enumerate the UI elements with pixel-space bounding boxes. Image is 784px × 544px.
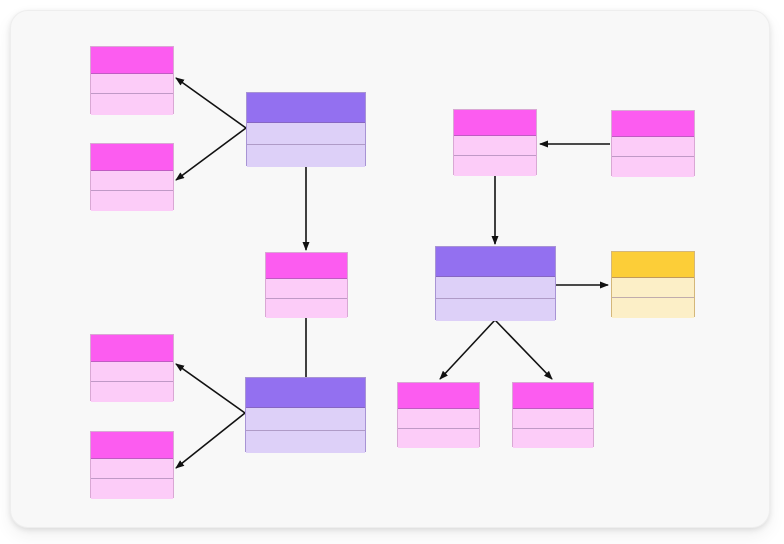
- class-box-purple-top-operations-label: [247, 145, 365, 147]
- class-box-pink-1-operations: [91, 94, 173, 115]
- class-box-pink-middle-operations-label: [266, 299, 347, 301]
- class-box-pink-7-operations: [398, 429, 479, 448]
- class-box-yellow-attributes: [612, 278, 694, 298]
- class-box-purple-right-operations-label: [436, 299, 555, 301]
- class-box-purple-right-header: [436, 247, 555, 277]
- class-box-purple-right-attributes-label: [436, 277, 555, 279]
- class-box-pink-3-attributes: [91, 362, 173, 382]
- class-box-purple-bottom-left-attributes: [246, 408, 365, 431]
- class-box-purple-bottom-left-header-label: [246, 378, 365, 380]
- class-box-purple-right-operations: [436, 299, 555, 321]
- class-box-pink-4-attributes: [91, 459, 173, 479]
- edge-purple-right-to-pink-7[interactable]: [439, 319, 496, 380]
- class-box-pink-6-operations-label: [612, 157, 694, 159]
- class-box-pink-8-operations-label: [513, 429, 593, 431]
- class-box-pink-5-operations: [454, 156, 536, 176]
- edge-purple-bottom-left-to-pink-3[interactable]: [175, 363, 246, 414]
- class-box-pink-3-attributes-label: [91, 362, 173, 364]
- class-box-yellow-operations-label: [612, 298, 694, 300]
- class-box-pink-4-operations-label: [91, 479, 173, 481]
- edge-purple-right-to-pink-8[interactable]: [494, 319, 553, 380]
- class-box-purple-top-operations: [247, 145, 365, 167]
- class-box-purple-top-attributes: [247, 123, 365, 145]
- class-box-pink-6-operations: [612, 157, 694, 177]
- class-box-pink-8-operations: [513, 429, 593, 448]
- class-box-pink-5-operations-label: [454, 156, 536, 158]
- class-box-pink-1-attributes: [91, 74, 173, 94]
- class-box-purple-bottom-left[interactable]: [245, 377, 366, 453]
- edge-purple-bottom-left-to-pink-4[interactable]: [175, 412, 246, 469]
- class-box-pink-4-operations: [91, 479, 173, 499]
- class-box-pink-8-header: [513, 383, 593, 409]
- class-box-pink-2-header-label: [91, 144, 173, 146]
- class-box-purple-top[interactable]: [246, 92, 366, 167]
- class-box-purple-bottom-left-operations-label: [246, 431, 365, 433]
- class-box-pink-6[interactable]: [611, 110, 695, 177]
- class-box-pink-1[interactable]: [90, 46, 174, 115]
- class-box-purple-right-header-label: [436, 247, 555, 249]
- class-box-pink-2[interactable]: [90, 143, 174, 211]
- class-box-purple-bottom-left-operations: [246, 431, 365, 453]
- class-box-pink-middle-header-label: [266, 253, 347, 255]
- class-box-pink-1-operations-label: [91, 94, 173, 96]
- class-box-pink-2-operations: [91, 191, 173, 211]
- class-box-yellow-operations: [612, 298, 694, 318]
- class-box-yellow-header: [612, 252, 694, 278]
- class-box-purple-top-attributes-label: [247, 123, 365, 125]
- edge-purple-top-to-pink-2[interactable]: [175, 127, 247, 181]
- class-box-pink-6-header: [612, 111, 694, 137]
- class-box-pink-7-header: [398, 383, 479, 409]
- class-box-pink-middle[interactable]: [265, 252, 348, 318]
- class-box-pink-5-attributes: [454, 136, 536, 156]
- class-box-pink-6-header-label: [612, 111, 694, 113]
- class-box-pink-5-header-label: [454, 110, 536, 112]
- class-box-pink-3-operations-label: [91, 382, 173, 384]
- class-box-pink-7-header-label: [398, 383, 479, 385]
- class-box-pink-middle-attributes-label: [266, 279, 347, 281]
- class-box-yellow-header-label: [612, 252, 694, 254]
- class-box-pink-3-header-label: [91, 335, 173, 337]
- class-box-pink-3[interactable]: [90, 334, 174, 402]
- class-box-purple-right[interactable]: [435, 246, 556, 321]
- class-box-pink-5[interactable]: [453, 109, 537, 176]
- class-box-pink-3-header: [91, 335, 173, 362]
- class-box-pink-5-header: [454, 110, 536, 136]
- class-box-pink-1-attributes-label: [91, 74, 173, 76]
- class-box-pink-7-attributes: [398, 409, 479, 429]
- class-box-pink-4[interactable]: [90, 431, 174, 499]
- class-box-pink-6-attributes-label: [612, 137, 694, 139]
- class-box-pink-5-attributes-label: [454, 136, 536, 138]
- class-box-yellow[interactable]: [611, 251, 695, 318]
- class-box-purple-right-attributes: [436, 277, 555, 299]
- class-box-pink-middle-header: [266, 253, 347, 279]
- class-box-pink-8-attributes: [513, 409, 593, 429]
- class-box-pink-middle-operations: [266, 299, 347, 318]
- class-box-pink-6-attributes: [612, 137, 694, 157]
- class-box-pink-3-operations: [91, 382, 173, 402]
- class-box-purple-bottom-left-attributes-label: [246, 408, 365, 410]
- class-box-pink-2-attributes-label: [91, 171, 173, 173]
- class-box-pink-1-header-label: [91, 47, 173, 49]
- class-box-pink-1-header: [91, 47, 173, 74]
- class-box-pink-8[interactable]: [512, 382, 594, 448]
- class-box-pink-4-header-label: [91, 432, 173, 434]
- class-box-pink-4-attributes-label: [91, 459, 173, 461]
- class-box-yellow-attributes-label: [612, 278, 694, 280]
- edge-purple-top-to-pink-1[interactable]: [175, 77, 247, 129]
- class-box-pink-8-attributes-label: [513, 409, 593, 411]
- class-box-pink-4-header: [91, 432, 173, 459]
- class-box-pink-7-operations-label: [398, 429, 479, 431]
- class-box-pink-7[interactable]: [397, 382, 480, 448]
- class-box-purple-bottom-left-header: [246, 378, 365, 408]
- class-box-pink-7-attributes-label: [398, 409, 479, 411]
- class-box-purple-top-header-label: [247, 93, 365, 95]
- class-box-pink-2-header: [91, 144, 173, 171]
- class-box-pink-2-operations-label: [91, 191, 173, 193]
- class-box-pink-8-header-label: [513, 383, 593, 385]
- class-box-purple-top-header: [247, 93, 365, 123]
- class-box-pink-2-attributes: [91, 171, 173, 191]
- class-box-pink-middle-attributes: [266, 279, 347, 299]
